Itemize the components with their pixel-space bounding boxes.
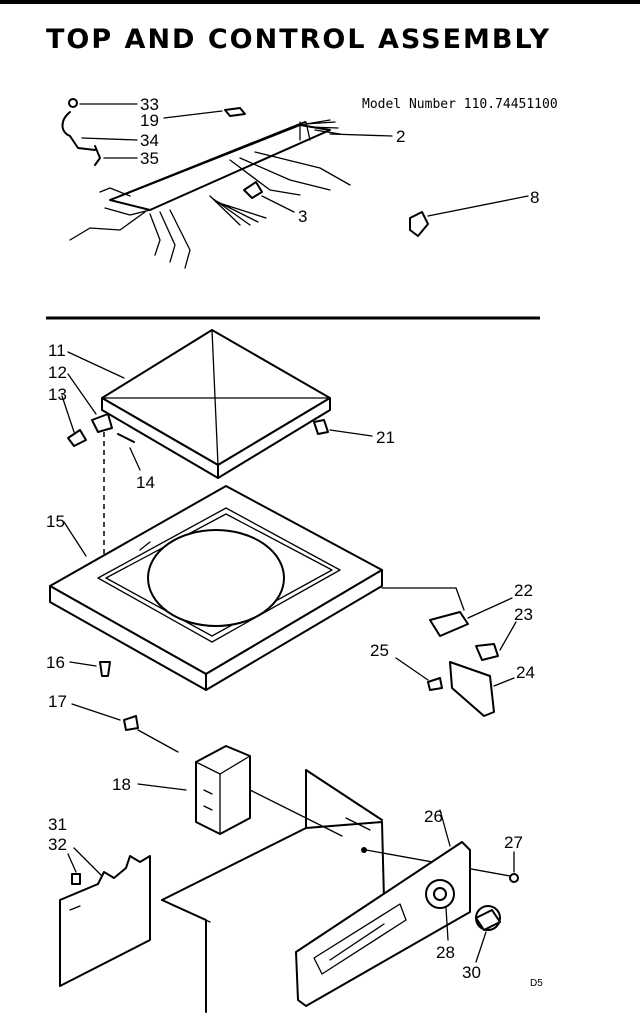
part-28-dial <box>425 879 455 909</box>
part-18-timer <box>195 745 251 835</box>
part-15-top-panel <box>49 485 383 691</box>
callout-34: 34 <box>140 131 159 150</box>
callout-24: 24 <box>516 663 535 682</box>
callout-32: 32 <box>48 835 67 854</box>
callout-14: 14 <box>136 473 155 492</box>
callout-13: 13 <box>48 385 67 404</box>
callout-31: 31 <box>48 815 67 834</box>
page-title: TOP AND CONTROL ASSEMBLY <box>46 24 551 55</box>
part-22-hinge-bracket <box>429 611 469 637</box>
part-8-connector <box>409 211 429 237</box>
cabinet-frame <box>161 769 385 1013</box>
part-35-clip <box>94 145 101 166</box>
callout-30: 30 <box>462 963 481 982</box>
part-27-screw <box>509 873 519 883</box>
callout-2: 2 <box>396 127 405 146</box>
part-26-control-panel <box>295 841 471 1007</box>
callout-25: 25 <box>370 641 389 660</box>
callout-22: 22 <box>514 581 533 600</box>
callout-26: 26 <box>424 807 443 826</box>
callout-21: 21 <box>376 428 395 447</box>
part-19-terminal <box>224 107 246 117</box>
part-11-lid <box>101 329 331 479</box>
part-12-hinge <box>91 413 113 433</box>
callout-15: 15 <box>46 512 65 531</box>
model-number: Model Number 110.74451100 <box>362 97 558 112</box>
callout-33: 33 <box>140 95 159 114</box>
callout-12: 12 <box>48 363 67 382</box>
callout-11: 11 <box>48 341 66 360</box>
part-17-screw <box>123 715 139 731</box>
part-32-clip <box>71 873 81 885</box>
part-16-screw <box>99 661 111 677</box>
part-14-pin <box>117 433 135 443</box>
callout-27: 27 <box>504 833 523 852</box>
part-33-screw <box>68 98 78 108</box>
part-25-screw <box>427 677 443 691</box>
part-21-bumper <box>313 419 329 435</box>
part-3-clip <box>243 181 263 199</box>
wire-harness <box>69 119 351 269</box>
callout-17: 17 <box>48 692 67 711</box>
corner-mark: D5 <box>530 978 543 989</box>
callout-18: 18 <box>112 775 131 794</box>
callout-23: 23 <box>514 605 533 624</box>
callout-16: 16 <box>46 653 65 672</box>
part-34-ground-wire <box>61 111 96 151</box>
callout-28: 28 <box>436 943 455 962</box>
callout-8: 8 <box>530 188 539 207</box>
callout-19: 19 <box>140 111 159 130</box>
callout-3: 3 <box>298 207 307 226</box>
part-13-bumper <box>67 429 87 447</box>
part-24-hinge <box>449 661 495 717</box>
part-30-knob <box>475 905 501 931</box>
callout-35: 35 <box>140 149 159 168</box>
part-23-spring <box>475 643 499 661</box>
